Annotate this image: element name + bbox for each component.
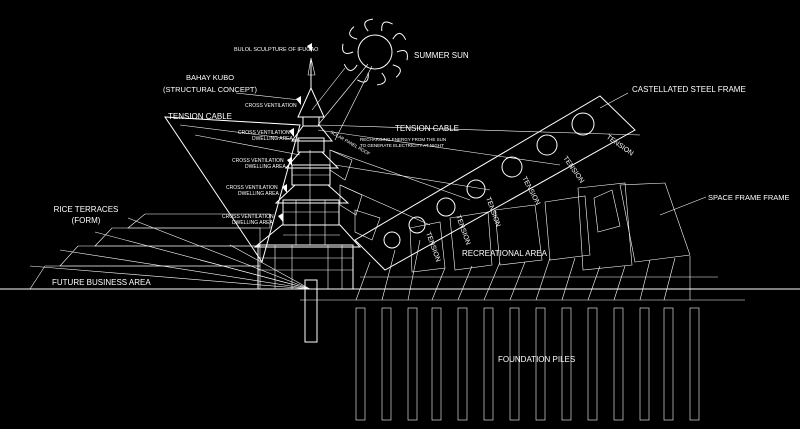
sun-ray [364, 18, 373, 32]
label-summer-sun: SUMMER SUN [414, 51, 469, 60]
frame-support-leg [381, 249, 396, 301]
frame-support-leg [535, 257, 551, 301]
frame-support-leg [587, 265, 601, 301]
label-bulol: BULOL SCULPTURE OF IFUGAO [234, 47, 319, 53]
sun-ray [377, 72, 386, 86]
label-cv-2a: CROSS VENTILATION [232, 158, 284, 164]
frame-supports [355, 239, 691, 301]
frame-support-leg [355, 261, 371, 301]
foundation-pile [663, 307, 674, 421]
frame-support-leg [483, 261, 501, 301]
label-bahay-kubo-sub: (STRUCTURAL CONCEPT) [163, 85, 257, 94]
frame-support-leg [663, 257, 676, 301]
label-recharging-2: TO GENERATE ELECTRICITY AT NIGHT [360, 143, 444, 148]
bahay-kubo-tower [253, 57, 381, 290]
label-cv-4a: CROSS VENTILATION [222, 214, 274, 220]
label-recharging-1: RECHARGING ENERGY FROM THE SUN [360, 137, 446, 142]
castellated-steel-frame [354, 95, 636, 271]
tension-cables-right [164, 116, 641, 226]
label-cv-4b: DWELLING AREA [232, 220, 274, 226]
sun-icon [342, 18, 408, 86]
rice-terraces [29, 213, 311, 290]
sun-ray [392, 32, 407, 41]
foundation-pile [457, 307, 468, 421]
sun-ray [343, 63, 358, 72]
foundation-pile [639, 307, 650, 421]
label-rice-terraces: RICE TERRACES [54, 205, 119, 214]
foundation-piles [355, 307, 700, 421]
frame-support-leg [639, 259, 651, 301]
foundation-pile [381, 307, 392, 421]
foundation-pile [407, 307, 418, 421]
label-cv-1b: DWELLING AREA [252, 136, 294, 142]
label-cv-3b: DWELLING AREA [238, 191, 280, 197]
leader-lines [235, 92, 707, 216]
foundation-pile [613, 307, 624, 421]
label-tension-cable-right: TENSION CABLE [395, 124, 459, 133]
foundation-pile [355, 307, 366, 421]
frame-support-leg [457, 265, 473, 301]
central-pole [304, 279, 318, 343]
sun-rays [311, 63, 373, 141]
label-cross-vent-top: CROSS VENTILATION [245, 103, 297, 109]
sun-ray [357, 72, 369, 83]
arrow-markers [278, 43, 312, 222]
label-bahay-kubo: BAHAY KUBO [186, 73, 234, 82]
foundation-pile [535, 307, 546, 421]
frame-support-leg [431, 267, 446, 301]
label-rice-terraces-sub: (FORM) [72, 216, 101, 225]
frame-support-leg [561, 257, 576, 301]
sun-ray [381, 21, 393, 32]
sun-ray [392, 64, 401, 78]
label-recreational-area: RECREATIONAL AREA [462, 249, 548, 258]
foundation-pile [483, 307, 494, 421]
foundation-pile [509, 307, 520, 421]
label-space-frame: SPACE FRAME FRAME [708, 193, 790, 202]
label-cv-2b: DWELLING AREA [245, 164, 287, 170]
label-cv-1a: CROSS VENTILATION [238, 130, 290, 136]
foundation-pile [689, 307, 700, 421]
frame-support-leg [613, 265, 626, 301]
foundation-pile [561, 307, 572, 421]
foundation-pile [431, 307, 442, 421]
label-future-business-area: FUTURE BUSINESS AREA [52, 278, 151, 287]
foundation-pile [587, 307, 598, 421]
frame-support-leg [407, 239, 421, 301]
sun-ray [396, 50, 408, 61]
label-tension-cable-left: TENSION CABLE [168, 112, 232, 121]
frame-support-leg [509, 261, 526, 301]
label-cv-3a: CROSS VENTILATION [226, 185, 278, 191]
sun-ray [342, 43, 354, 54]
label-castellated-steel-frame: CASTELLATED STEEL FRAME [632, 85, 746, 94]
space-frame-panels [409, 182, 691, 273]
sun-ray [349, 26, 358, 40]
cross-vent-labels: CROSS VENTILATION DWELLING AREA CROSS VE… [222, 130, 294, 226]
label-foundation-piles: FOUNDATION PILES [498, 355, 575, 364]
